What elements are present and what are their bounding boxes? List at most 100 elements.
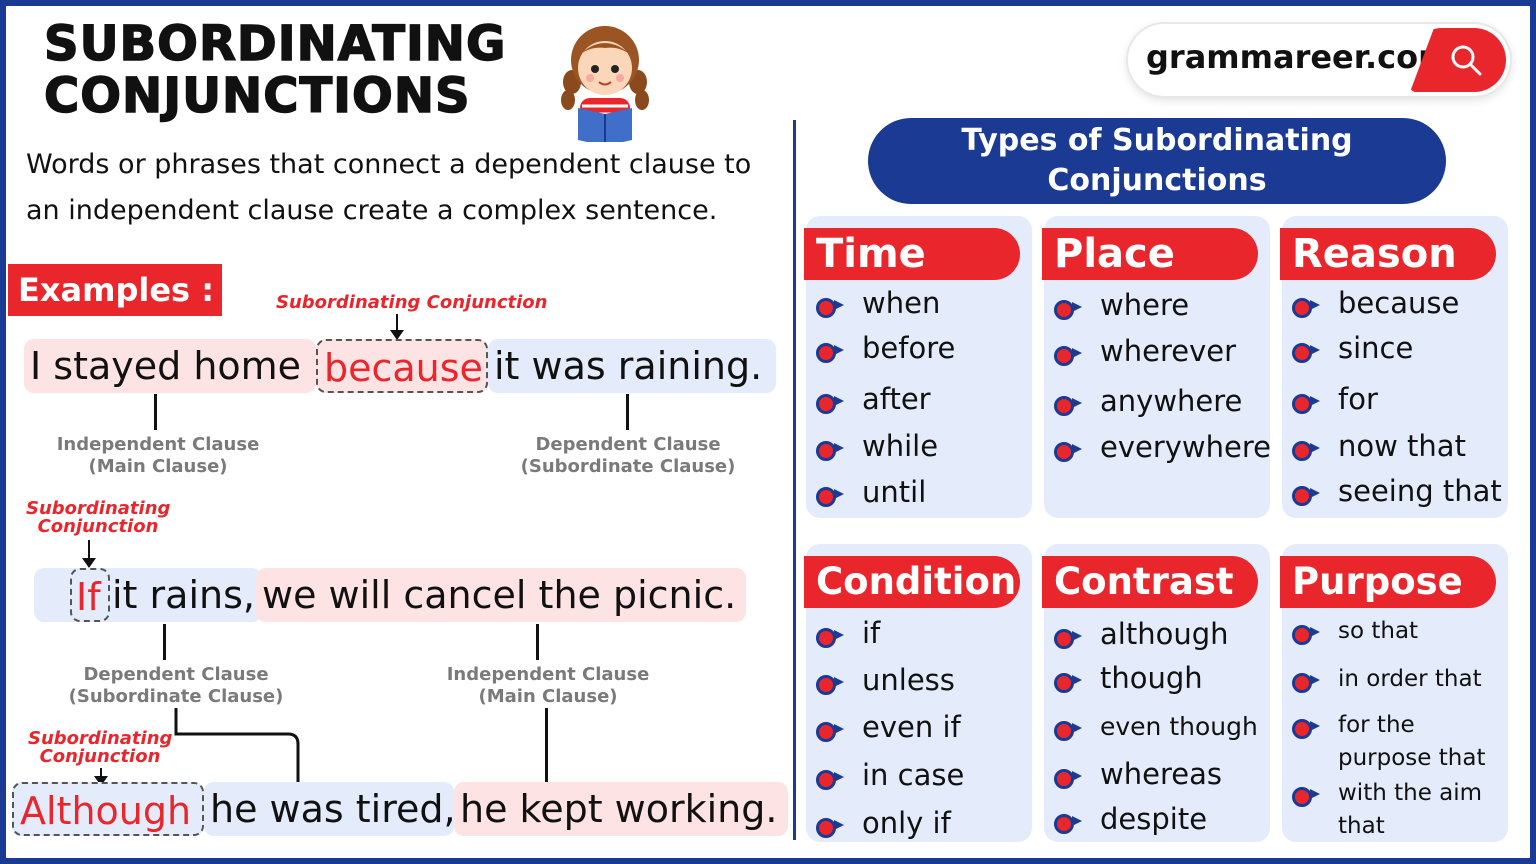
label-line: Subordinating bbox=[26, 498, 171, 519]
arrow-bullet-icon bbox=[816, 294, 848, 318]
list-item: in case bbox=[816, 758, 964, 792]
category-title-reason: Reason bbox=[1280, 228, 1496, 280]
arrow-bullet-icon bbox=[1292, 621, 1324, 645]
label-line: (Main Clause) bbox=[478, 686, 618, 707]
list-item: until bbox=[816, 475, 926, 509]
example3-independent: he kept working. bbox=[454, 782, 788, 836]
arrow-bullet-icon bbox=[816, 718, 848, 742]
label-line: Dependent Clause bbox=[535, 434, 721, 455]
types-header-line-2: Conjunctions bbox=[1047, 163, 1267, 198]
types-header: Types of Subordinating Conjunctions bbox=[868, 118, 1446, 204]
arrow-bullet-icon bbox=[816, 814, 848, 838]
list-item-text: where bbox=[1100, 288, 1190, 322]
example2-pointer-label: Subordinating Conjunction bbox=[26, 500, 170, 536]
list-item: unless bbox=[816, 663, 955, 697]
example1-conjunction: because bbox=[316, 339, 488, 393]
label-line: (Subordinate Clause) bbox=[68, 686, 284, 707]
example2-right-connector bbox=[536, 624, 539, 660]
list-item: whereas bbox=[1054, 757, 1222, 791]
list-item: if bbox=[816, 616, 880, 650]
category-title-condition: Condition bbox=[804, 556, 1020, 608]
list-item-text: for bbox=[1338, 382, 1378, 416]
list-item-text: only if bbox=[862, 806, 951, 840]
examples-badge: Examples : bbox=[8, 264, 222, 316]
card-place: Place where wherever anywhere everywhere bbox=[1042, 216, 1271, 518]
list-item: everywhere bbox=[1054, 430, 1271, 464]
list-item-text: now that bbox=[1338, 429, 1466, 463]
list-item-text: before bbox=[862, 331, 956, 365]
definition-line-2: an independent clause create a complex s… bbox=[26, 195, 718, 226]
example3-pointer-label: Subordinating Conjunction bbox=[28, 730, 172, 766]
arrow-bullet-icon bbox=[1292, 482, 1324, 506]
example2-independent: we will cancel the picnic. bbox=[256, 568, 746, 622]
list-item: after bbox=[816, 382, 931, 416]
definition-line-1: Words or phrases that connect a dependen… bbox=[26, 149, 752, 180]
arrow-bullet-icon bbox=[816, 624, 848, 648]
list-item: while bbox=[816, 429, 938, 463]
site-name: grammareer.com bbox=[1146, 38, 1452, 76]
list-item-text: in case bbox=[862, 758, 965, 792]
list-item-text: unless bbox=[862, 663, 955, 697]
title-line-1: SUBORDINATING bbox=[43, 16, 507, 72]
category-title-purpose: Purpose bbox=[1280, 556, 1496, 608]
list-item-text: even if bbox=[862, 710, 961, 744]
example1-independent: I stayed home bbox=[24, 339, 316, 393]
list-item: where bbox=[1054, 288, 1189, 322]
list-item-continuation: purpose that bbox=[1338, 745, 1486, 771]
list-item: for bbox=[1292, 382, 1378, 416]
arrow-bullet-icon bbox=[1292, 294, 1324, 318]
example3-right-connector bbox=[545, 708, 548, 784]
example1-pointer-label: Subordinating Conjunction bbox=[276, 292, 548, 313]
arrow-bullet-icon bbox=[816, 339, 848, 363]
definition-text: Words or phrases that connect a dependen… bbox=[26, 142, 796, 234]
example3-conjunction: Although bbox=[12, 782, 204, 836]
label-line: (Subordinate Clause) bbox=[520, 456, 736, 477]
example1-left-label: Independent Clause (Main Clause) bbox=[48, 434, 268, 478]
category-title-time: Time bbox=[804, 228, 1020, 280]
list-item: even though bbox=[1054, 710, 1258, 744]
card-reason: Reason because since for now that seeing… bbox=[1280, 216, 1508, 518]
label-line: Independent Clause bbox=[446, 664, 650, 685]
types-header-line-1: Types of Subordinating bbox=[961, 123, 1353, 158]
example1-right-label: Dependent Clause (Subordinate Clause) bbox=[518, 434, 738, 478]
example2-dependent: it rains, bbox=[112, 573, 255, 617]
list-item-text: wherever bbox=[1100, 334, 1236, 368]
example3-pointer-arrow bbox=[94, 768, 108, 786]
list-item: only if bbox=[816, 806, 951, 840]
column-divider bbox=[793, 120, 796, 840]
list-item: although bbox=[1054, 617, 1229, 651]
page-title: SUBORDINATING CONJUNCTIONS bbox=[43, 16, 507, 123]
card-time: Time when before after while until bbox=[804, 216, 1032, 518]
list-item-text: after bbox=[862, 382, 931, 416]
list-item-continuation: that bbox=[1338, 813, 1385, 839]
list-item: for the bbox=[1292, 710, 1415, 740]
arrow-bullet-icon bbox=[1054, 717, 1086, 741]
list-item-text: everywhere bbox=[1100, 430, 1271, 464]
list-item: with the aim bbox=[1292, 778, 1482, 808]
label-line: (Main Clause) bbox=[88, 456, 228, 477]
site-search-bar[interactable]: grammareer.com bbox=[1128, 24, 1510, 96]
arrow-bullet-icon bbox=[816, 671, 848, 695]
arrow-bullet-icon bbox=[816, 437, 848, 461]
list-item: even if bbox=[816, 710, 961, 744]
list-item: so that bbox=[1292, 616, 1418, 646]
example1-dependent: it was raining. bbox=[488, 339, 776, 393]
card-condition: Condition if unless even if in case only… bbox=[804, 544, 1032, 842]
label-line: Subordinating bbox=[28, 728, 173, 749]
example3-sentence: Although he was tired, he kept working. bbox=[12, 782, 788, 836]
example2-conjunction: If bbox=[70, 568, 110, 622]
arrow-bullet-icon bbox=[1054, 342, 1086, 366]
example1-right-connector bbox=[626, 394, 629, 430]
example1-pointer-arrow bbox=[390, 314, 404, 340]
list-item-text: in order that bbox=[1338, 666, 1482, 692]
list-item-text: for the bbox=[1338, 712, 1415, 738]
arrow-bullet-icon bbox=[1292, 783, 1324, 807]
label-line: Conjunction bbox=[37, 516, 159, 537]
list-item-text: though bbox=[1100, 661, 1203, 695]
list-item-text: until bbox=[862, 475, 927, 509]
card-purpose: Purpose so that in order that for the pu… bbox=[1280, 544, 1508, 842]
arrow-bullet-icon bbox=[1054, 810, 1086, 834]
list-item: because bbox=[1292, 286, 1459, 320]
list-item-text: if bbox=[862, 616, 881, 650]
arrow-bullet-icon bbox=[1054, 392, 1086, 416]
